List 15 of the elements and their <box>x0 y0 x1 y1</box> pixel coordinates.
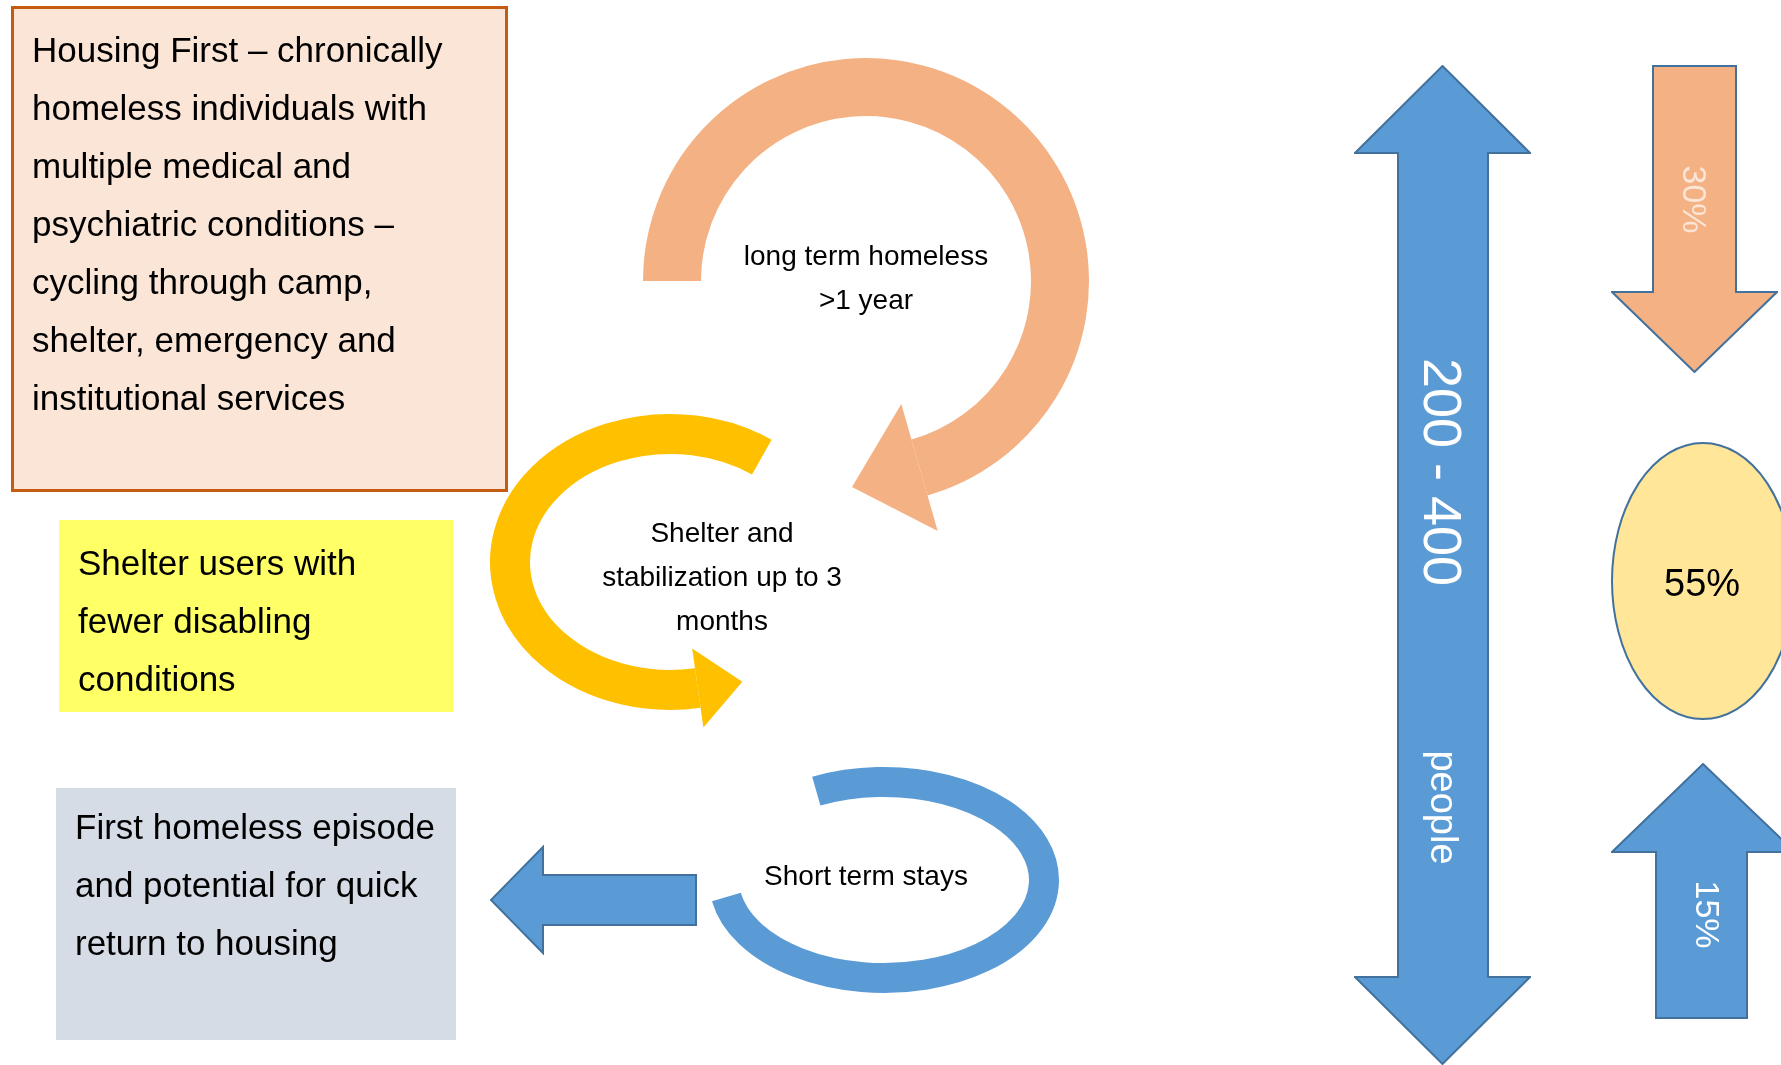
block-arrow <box>489 844 697 956</box>
count-label: people <box>1421 749 1465 865</box>
text-box <box>59 520 453 712</box>
count-label: 200 - 400 <box>1412 357 1475 587</box>
percentage-label: 30% <box>1674 164 1714 234</box>
cycle-label: long term homeless >1 year <box>742 239 990 317</box>
cycle-label: Short term stays <box>763 859 969 893</box>
text-box <box>56 788 456 1040</box>
description-text: Housing First – chronically homeless individuals with multiple medical and psychiatric conditions – cycling through camp, shelter, emergency and institutional services <box>32 29 444 419</box>
percentage-label: 55% <box>1664 561 1741 605</box>
description-text: Shelter users with fewer disabling conditions <box>78 542 358 700</box>
text-box <box>11 6 508 492</box>
description-text: First homeless episode and potential for quick return to housing <box>75 806 436 964</box>
cycle-label: Shelter and stabilization up to 3 months <box>601 516 843 638</box>
percentage-label: 15% <box>1687 879 1727 949</box>
